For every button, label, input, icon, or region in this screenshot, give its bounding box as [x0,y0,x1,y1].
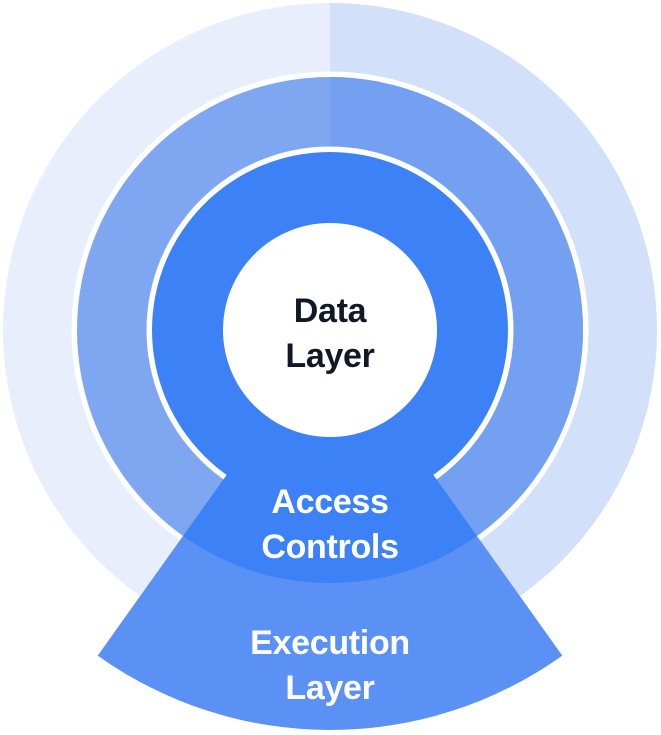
access-controls-label-line2: Controls [261,528,398,566]
access-controls-wedge [183,330,477,584]
execution-layer-label-line1: Execution [250,624,410,662]
data-layer-label-line1: Data [294,292,368,330]
center-circle [223,223,437,437]
execution-layer-label-line2: Layer [285,669,374,707]
data-layer-label-line2: Layer [285,337,374,375]
access-controls-label-line1: Access [271,483,388,521]
